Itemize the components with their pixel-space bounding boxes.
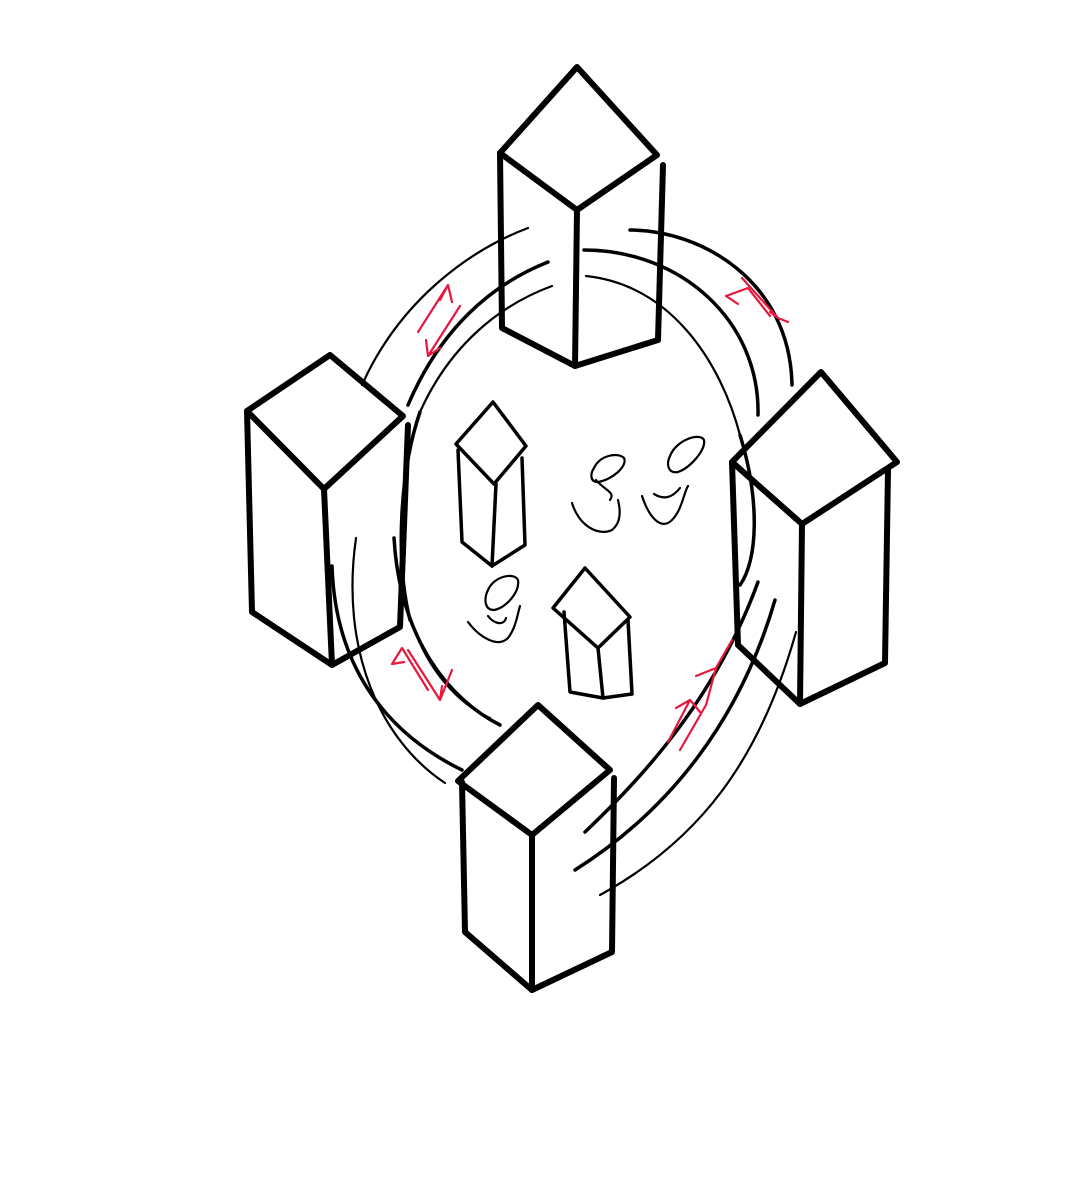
tower-left-roof	[247, 355, 403, 489]
plaza-boundary-right	[740, 435, 754, 585]
small-house-center-right-face	[603, 620, 632, 698]
person-figure-c-detail	[488, 616, 506, 623]
road-bottom-left-inner	[394, 538, 500, 725]
tower-top-right-face	[575, 165, 663, 366]
person-figure-b-detail	[654, 488, 680, 497]
small-house-left-roof	[456, 402, 526, 484]
tower-top-roof	[500, 67, 657, 210]
tower-right-right-face	[800, 470, 888, 704]
small-house-center	[553, 568, 632, 698]
tower-top	[500, 67, 663, 366]
person-figure-a-head	[591, 455, 624, 482]
person-figures	[468, 437, 704, 642]
person-figure-c-head	[486, 576, 519, 610]
tower-left	[247, 355, 408, 665]
person-figure-c-body	[468, 606, 520, 642]
tower-bottom-left-face	[462, 782, 532, 990]
person-figure-a	[572, 455, 625, 532]
small-house-left	[456, 402, 526, 566]
person-figure-b-head	[668, 437, 704, 472]
small-house-left-right-face	[492, 458, 525, 566]
traffic-arrows	[392, 278, 788, 750]
person-figure-a-detail	[596, 480, 612, 500]
person-figure-a-body	[572, 500, 620, 532]
tower-bottom	[458, 705, 614, 990]
tower-left-left-face	[247, 411, 332, 665]
road-top-left-inner	[408, 262, 548, 405]
two-way-arrow-bottom-left	[392, 648, 452, 700]
tower-left-right-face	[332, 425, 408, 665]
tower-bottom-right-face	[532, 778, 614, 990]
person-figure-b	[642, 437, 704, 524]
road-top-right-mid	[584, 250, 758, 415]
person-figure-b-body	[642, 486, 688, 524]
tower-bottom-roof	[458, 705, 610, 835]
person-figure-c	[468, 576, 520, 642]
two-way-arrow-top-right	[726, 278, 788, 322]
